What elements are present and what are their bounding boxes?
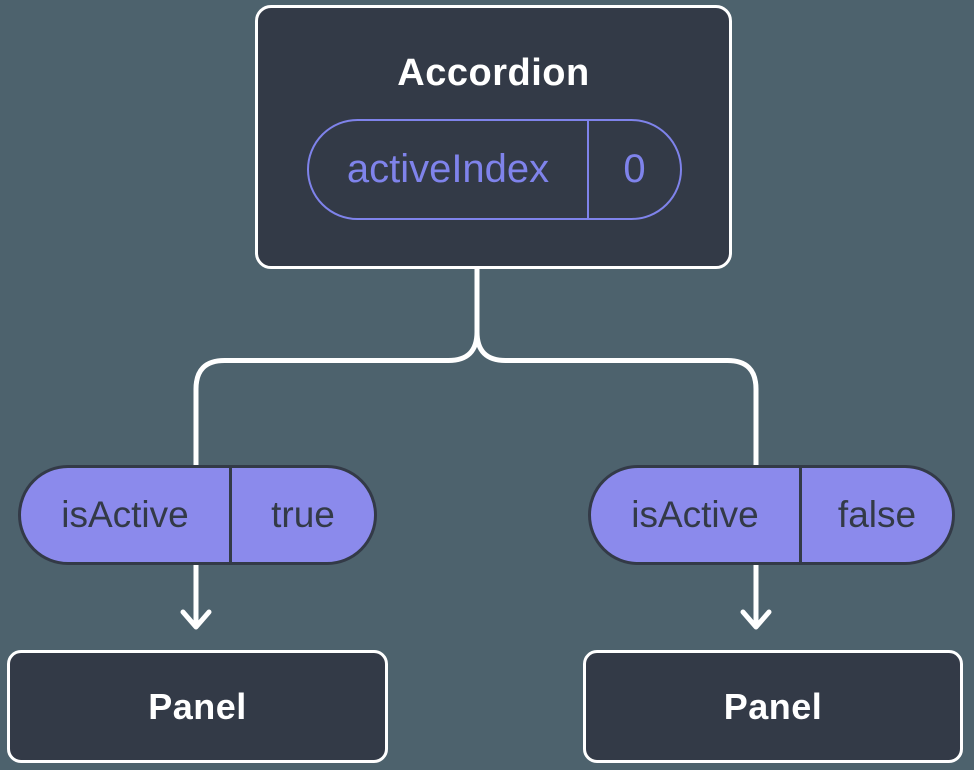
state-pill-prop-value: 0 [623, 147, 646, 191]
panel-node-left: Panel [7, 650, 388, 763]
active-index-state-pill: activeIndex 0 [307, 119, 682, 220]
prop-value-left: true [271, 494, 335, 535]
is-active-pill-right: isActive false [588, 465, 955, 565]
state-pill-prop-name: activeIndex [309, 121, 589, 218]
panel-node-left-title: Panel [148, 685, 247, 727]
arrowhead-down-right-icon [740, 609, 772, 630]
prop-name-left: isActive [21, 468, 232, 562]
prop-name-right: isActive [591, 468, 802, 562]
arrowhead-down-left-icon [180, 609, 212, 630]
prop-value-right: false [837, 494, 917, 535]
accordion-node: Accordion activeIndex 0 [255, 5, 732, 269]
connector-branch-left [193, 266, 480, 627]
is-active-pill-left: isActive true [18, 465, 377, 565]
panel-node-right: Panel [583, 650, 963, 763]
accordion-node-title: Accordion [397, 52, 590, 94]
connector-branch-right [474, 331, 759, 627]
panel-node-right-title: Panel [723, 685, 823, 727]
